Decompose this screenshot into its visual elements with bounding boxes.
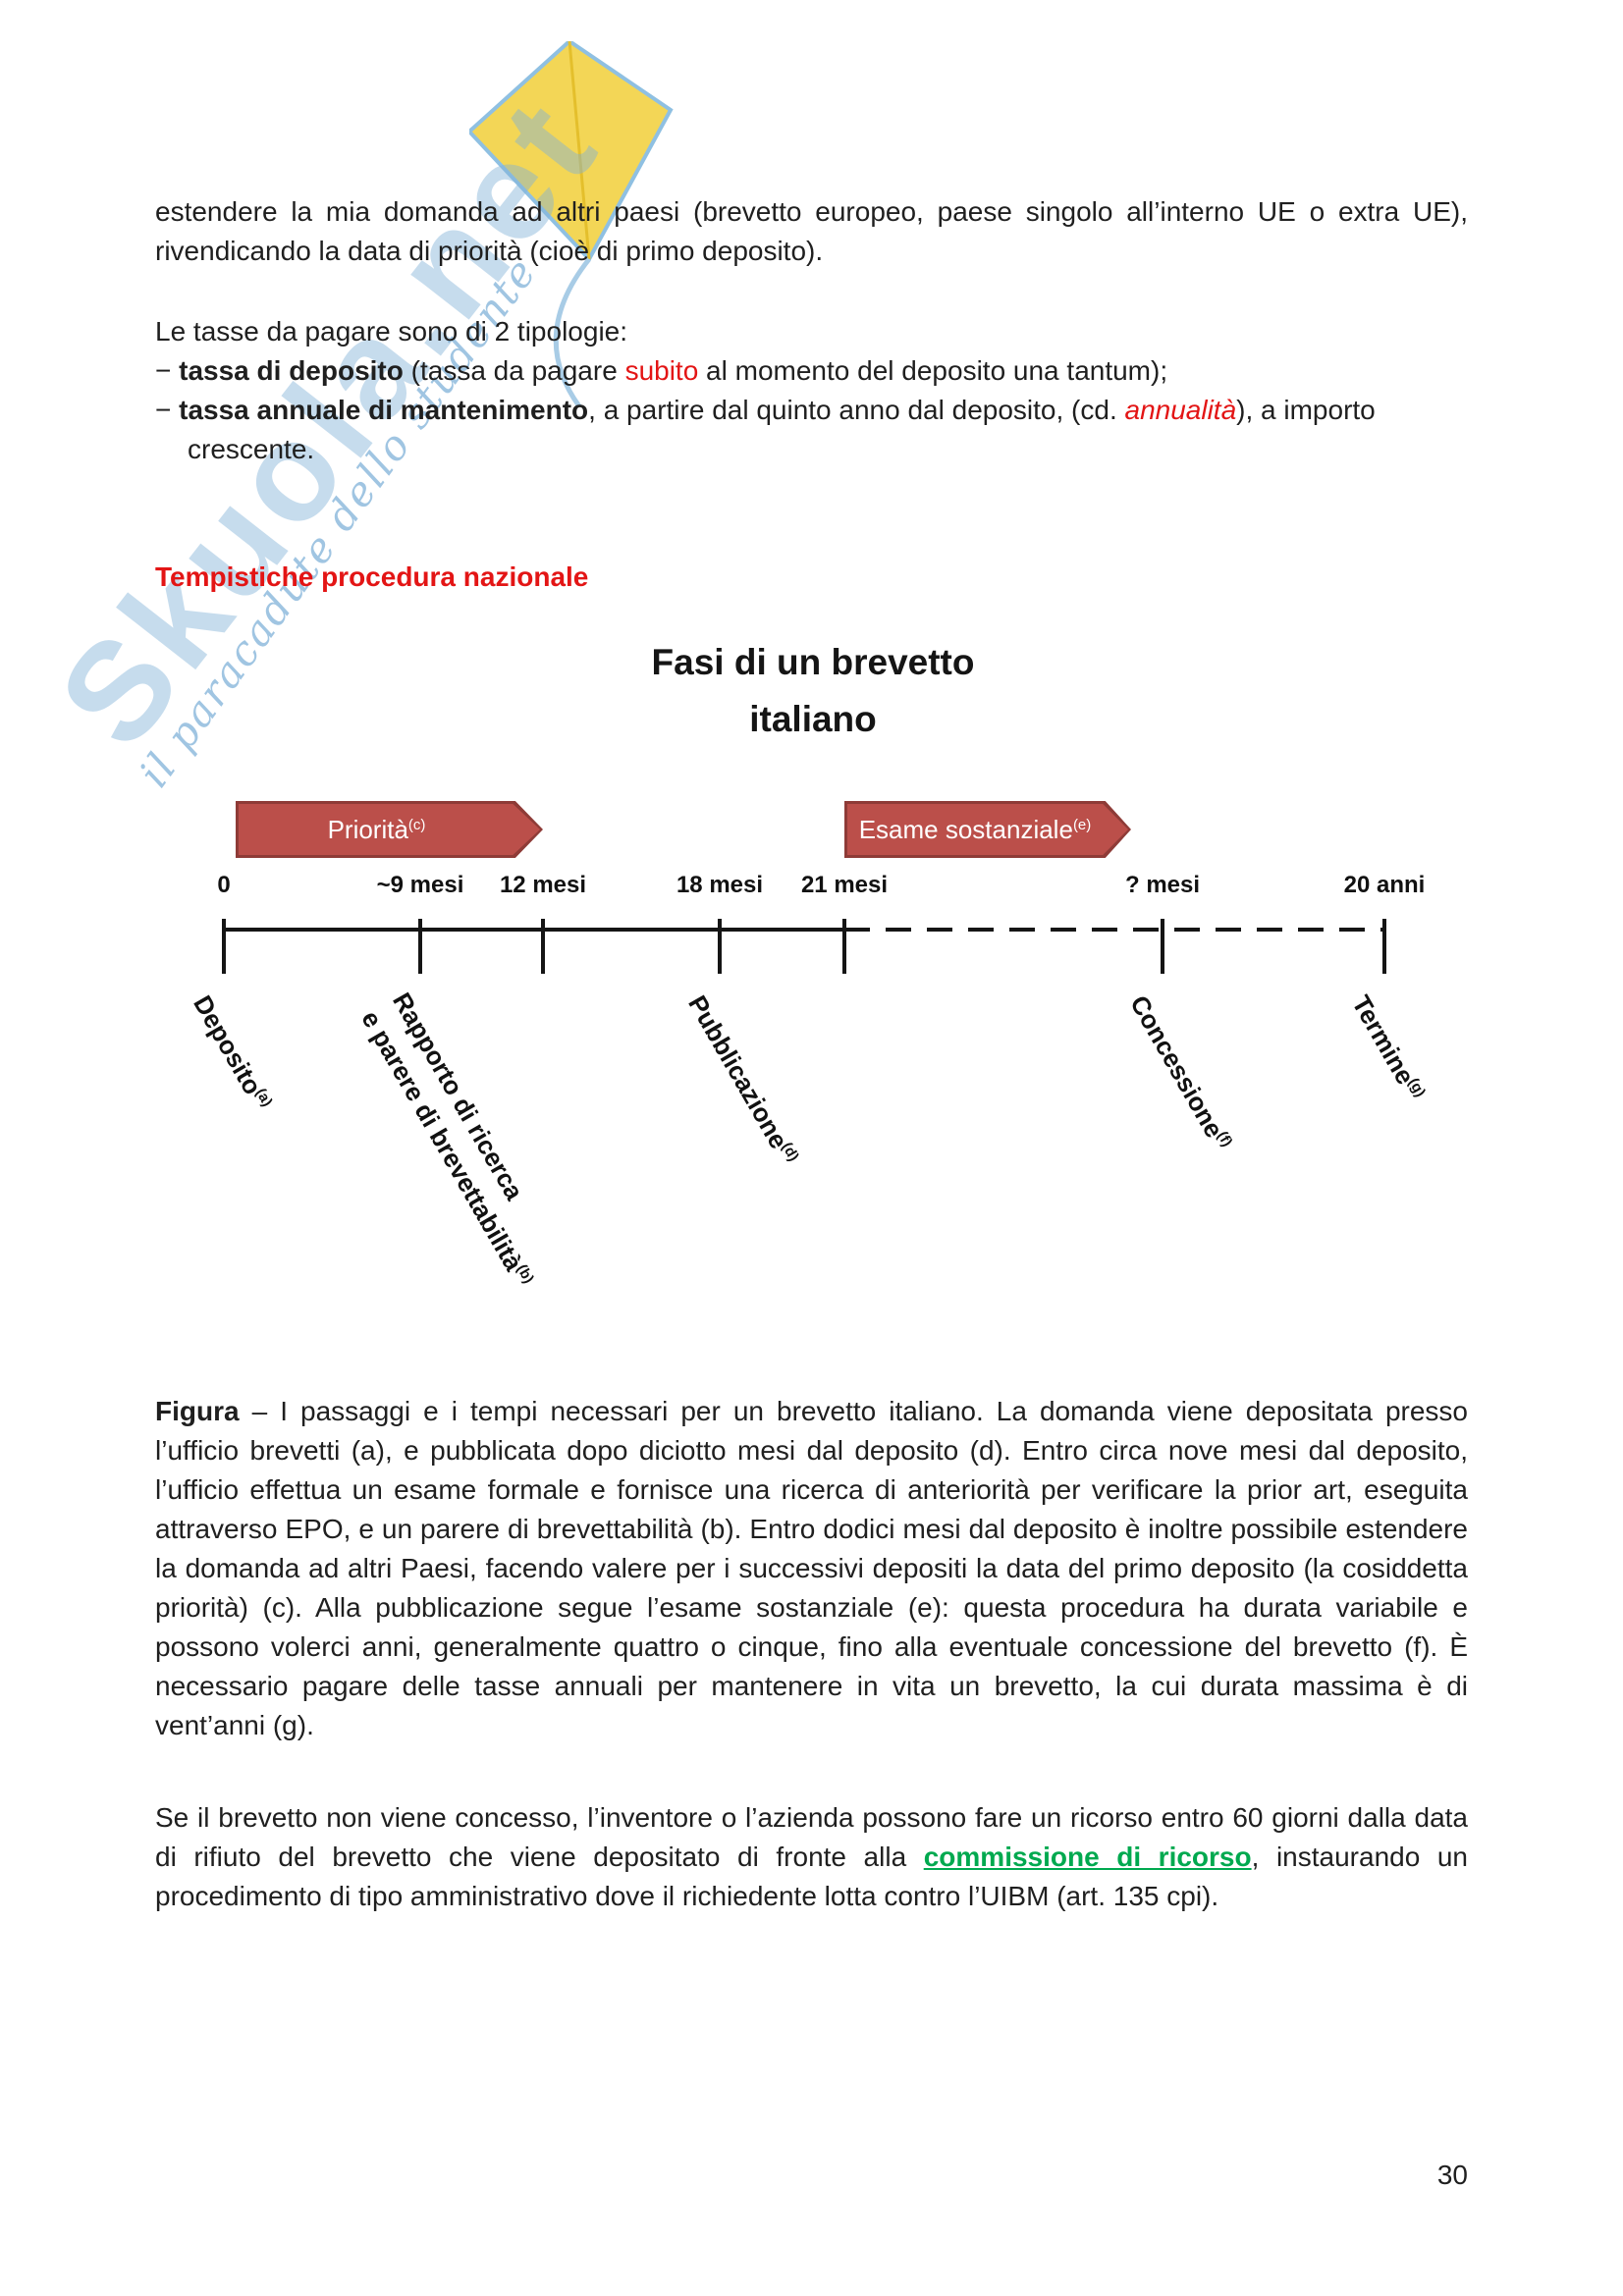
tax-item-annual-bold: tassa annuale di mantenimento [179,395,589,425]
page-number: 30 [1436,2160,1468,2190]
list-dash: − [155,355,180,386]
milestone-label-publication: Pubblicazione(d) [681,988,808,1170]
tick-mark-12-mesi [541,919,545,974]
tax-item-annual-mid: , a partire dal quinto anno dal deposito… [588,395,1125,425]
priority-arrow-sup: (c) [407,816,426,833]
tick-label-21-mesi: 21 mesi [800,872,889,898]
milestone-end-text: Termine [1346,989,1421,1090]
tax-item-deposit-mid: (tassa da pagare [403,355,625,386]
tick-label-18-mesi: 18 mesi [676,872,764,898]
tick-mark-18-mesi [718,919,722,974]
tax-item-annual-suffix: ), a importo crescente. [188,395,1376,464]
milestone-publication-text: Pubblicazione [682,989,794,1154]
appeal-text-before: Se il brevetto non viene concesso, l’inv… [155,1802,1468,1872]
tick-mark-20-anni [1382,919,1386,974]
taxes-heading: Le tasse da pagare sono di 2 tipologie: [155,316,628,347]
priority-arrow-text: Priorità [327,814,408,844]
substantive-exam-arrow: Esame sostanziale(e) [844,801,1131,858]
tax-item-deposit: − tassa di deposito (tassa da pagare sub… [155,351,1468,391]
tick-label-q-mesi: ? mesi [1124,872,1201,898]
patent-phases-figure: Fasi di un brevetto italiano Priorità(c)… [155,609,1471,1384]
milestone-deposit-text: Deposito [188,989,268,1100]
figure-title-line2: italiano [749,699,877,739]
list-dash: − [155,395,180,425]
appeal-text-after: , instaurando un procedimento di tipo am… [155,1842,1468,1911]
milestone-label-end: Termine(g) [1345,988,1434,1106]
substantive-exam-arrow-fill [847,804,1128,855]
substantive-exam-arrow-text: Esame sostanziale [858,814,1073,844]
tick-mark-21-mesi [842,919,846,974]
figure-caption-lead: Figura [155,1396,240,1426]
intro-text: estendere la mia domanda ad altri paesi … [155,196,1468,266]
tax-item-deposit-suffix: al momento del deposito una tantum); [698,355,1168,386]
figure-caption: Figura – I passaggi e i tempi necessari … [155,1392,1468,1745]
milestone-label-grant: Concessione(f) [1123,988,1241,1155]
timeline-dashed-segment [844,928,1384,932]
tick-label-12-mesi: 12 mesi [499,872,587,898]
tax-item-annual-highlight: annualità [1124,395,1237,425]
tick-mark-0 [222,919,226,974]
tick-label-20-anni: 20 anni [1343,872,1426,898]
tick-mark-9-mesi [418,919,422,974]
tick-mark-q-mesi [1161,919,1164,974]
taxes-section: Le tasse da pagare sono di 2 tipologie: … [155,312,1468,469]
tick-label-9-mesi: ~9 mesi [376,872,464,898]
milestone-label-deposit: Deposito(a) [187,988,282,1116]
substantive-exam-arrow-label: Esame sostanziale(e) [844,801,1131,858]
figure-caption-text: – I passaggi e i tempi necessari per un … [155,1396,1468,1740]
priority-arrow: Priorità(c) [236,801,543,858]
tick-label-0: 0 [217,872,231,898]
tax-item-annual: − tassa annuale di mantenimento, a parti… [155,391,1468,469]
section-heading: Tempistiche procedura nazionale [155,561,589,592]
milestone-label-search-report: Rapporto di ricerca e parere di brevetta… [354,988,568,1293]
tax-item-deposit-highlight: subito [624,355,699,386]
intro-paragraph: estendere la mia domanda ad altri paesi … [155,192,1468,271]
tax-item-deposit-bold: tassa di deposito [179,355,404,386]
priority-arrow-fill [239,804,540,855]
figure-title: Fasi di un brevetto italiano [155,634,1471,748]
priority-arrow-label: Priorità(c) [236,801,543,858]
timeline-solid-segment [224,928,844,932]
milestone-grant-text: Concessione [1124,989,1230,1143]
substantive-exam-arrow-sup: (e) [1072,816,1092,833]
figure-title-line1: Fasi di un brevetto [651,642,975,682]
appeal-commission-link[interactable]: commissione di ricorso [923,1842,1252,1872]
appeal-paragraph: Se il brevetto non viene concesso, l’inv… [155,1798,1468,1916]
